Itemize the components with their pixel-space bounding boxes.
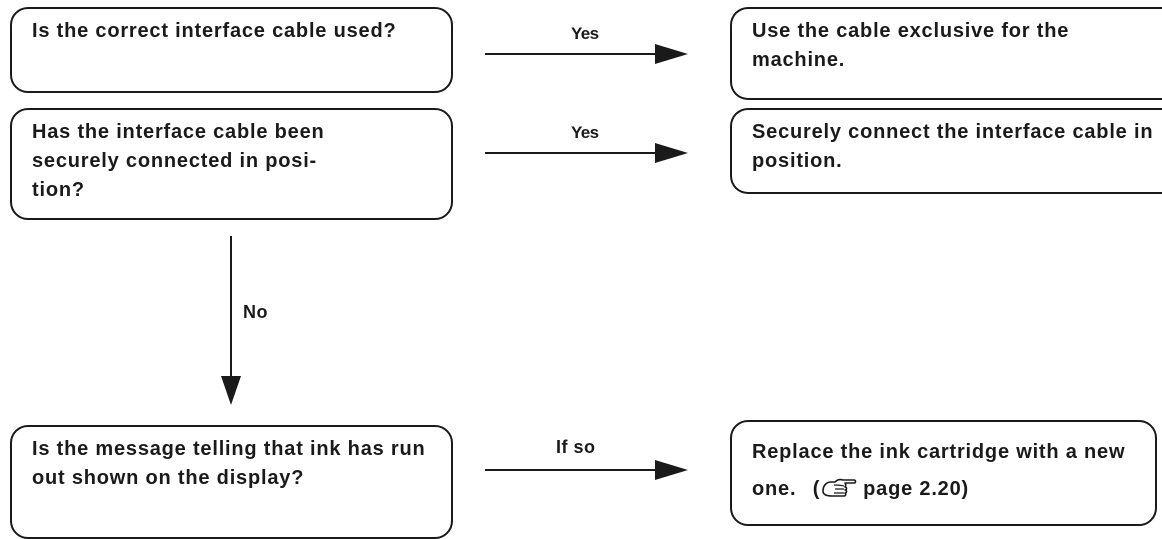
answer-box-replace-cartridge: Replace the ink cartridge with a new one… xyxy=(730,420,1157,526)
arrow-q2-to-q3 xyxy=(221,236,241,405)
question-text-ink-run-out: Is the message telling that ink has run … xyxy=(32,438,426,489)
arrow-label-q2-yes: Yes xyxy=(571,123,599,142)
answer-text-replace-cartridge: Replace the ink cartridge with a new one… xyxy=(752,434,1152,514)
answer-text-use-exclusive-cable: Use the cable exclusive for the machine. xyxy=(752,20,1070,71)
page-reference-text: page 2.20) xyxy=(863,478,969,500)
answer-text-secure-connection: Securely connect the interface cable in … xyxy=(752,121,1154,172)
page-reference-open: ( xyxy=(812,478,821,500)
page-reference: ( page 2.20) xyxy=(813,478,969,500)
question-box-correct-cable: Is the correct interface cable used? xyxy=(10,7,453,93)
arrow-label-q3-if-so: If so xyxy=(556,437,596,457)
answer-box-secure-connection: Securely connect the interface cable in … xyxy=(730,108,1162,194)
answer-text-replace-cartridge-main: Replace the ink cartridge with a new one… xyxy=(752,441,1126,500)
question-text-correct-cable: Is the correct interface cable used? xyxy=(32,20,397,42)
question-box-ink-run-out: Is the message telling that ink has run … xyxy=(10,425,453,539)
pointing-hand-icon xyxy=(821,477,857,514)
arrow-q3-to-a3 xyxy=(485,460,688,480)
arrow-label-q2-no: No xyxy=(243,302,268,322)
question-text-cable-connected: Has the interface cable been securely co… xyxy=(32,121,325,201)
arrow-q2-to-a2 xyxy=(485,143,688,163)
answer-box-use-exclusive-cable: Use the cable exclusive for the machine. xyxy=(730,7,1162,100)
arrow-q1-to-a1 xyxy=(485,44,688,64)
question-box-cable-connected: Has the interface cable been securely co… xyxy=(10,108,453,220)
arrow-label-q1-yes: Yes xyxy=(571,24,599,43)
